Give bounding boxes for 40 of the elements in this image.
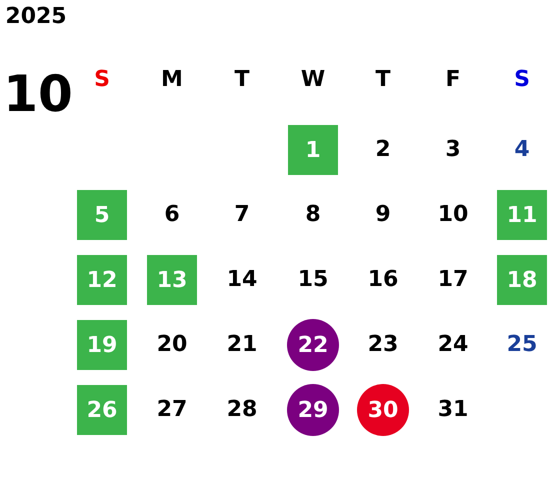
- month-number: 10: [3, 69, 73, 119]
- weekday-label: W: [300, 69, 326, 91]
- weekday-label: T: [376, 69, 390, 91]
- day-number: 14: [226, 269, 258, 291]
- weekday-label: T: [234, 69, 250, 91]
- day-number: 28: [226, 399, 258, 421]
- day-number: 4: [514, 139, 530, 161]
- highlighted-day-square: 11: [497, 190, 547, 240]
- day-number: 8: [305, 204, 321, 226]
- day-number: 27: [156, 399, 188, 421]
- day-number: 3: [445, 139, 461, 161]
- weekday-label: S: [514, 69, 530, 91]
- day-number: 10: [438, 204, 468, 226]
- highlighted-day-circle: 22: [287, 319, 339, 371]
- day-number: 9: [375, 204, 391, 226]
- day-number: 15: [298, 269, 328, 291]
- highlighted-day-square: 12: [77, 255, 127, 305]
- weekday-label: M: [161, 69, 183, 91]
- day-number: 17: [438, 269, 468, 291]
- weekday-label: S: [94, 69, 110, 91]
- highlighted-day-square: 1: [288, 125, 338, 175]
- day-number: 20: [156, 334, 188, 356]
- day-number: 25: [506, 334, 538, 356]
- weekday-label: F: [445, 69, 461, 91]
- day-number: 2: [375, 139, 391, 161]
- highlighted-day-square: 19: [77, 320, 127, 370]
- highlighted-day-square: 18: [497, 255, 547, 305]
- day-number: 6: [164, 204, 180, 226]
- day-number: 31: [438, 399, 468, 421]
- highlighted-day-square: 5: [77, 190, 127, 240]
- day-number: 23: [368, 334, 398, 356]
- day-number: 16: [368, 269, 398, 291]
- highlighted-day-circle: 29: [287, 384, 339, 436]
- year-label: 2025: [5, 6, 67, 28]
- day-number: 7: [234, 204, 250, 226]
- highlighted-day-square: 13: [147, 255, 197, 305]
- day-number: 24: [438, 334, 468, 356]
- day-number: 21: [226, 334, 258, 356]
- highlighted-day-circle: 30: [357, 384, 409, 436]
- highlighted-day-square: 26: [77, 385, 127, 435]
